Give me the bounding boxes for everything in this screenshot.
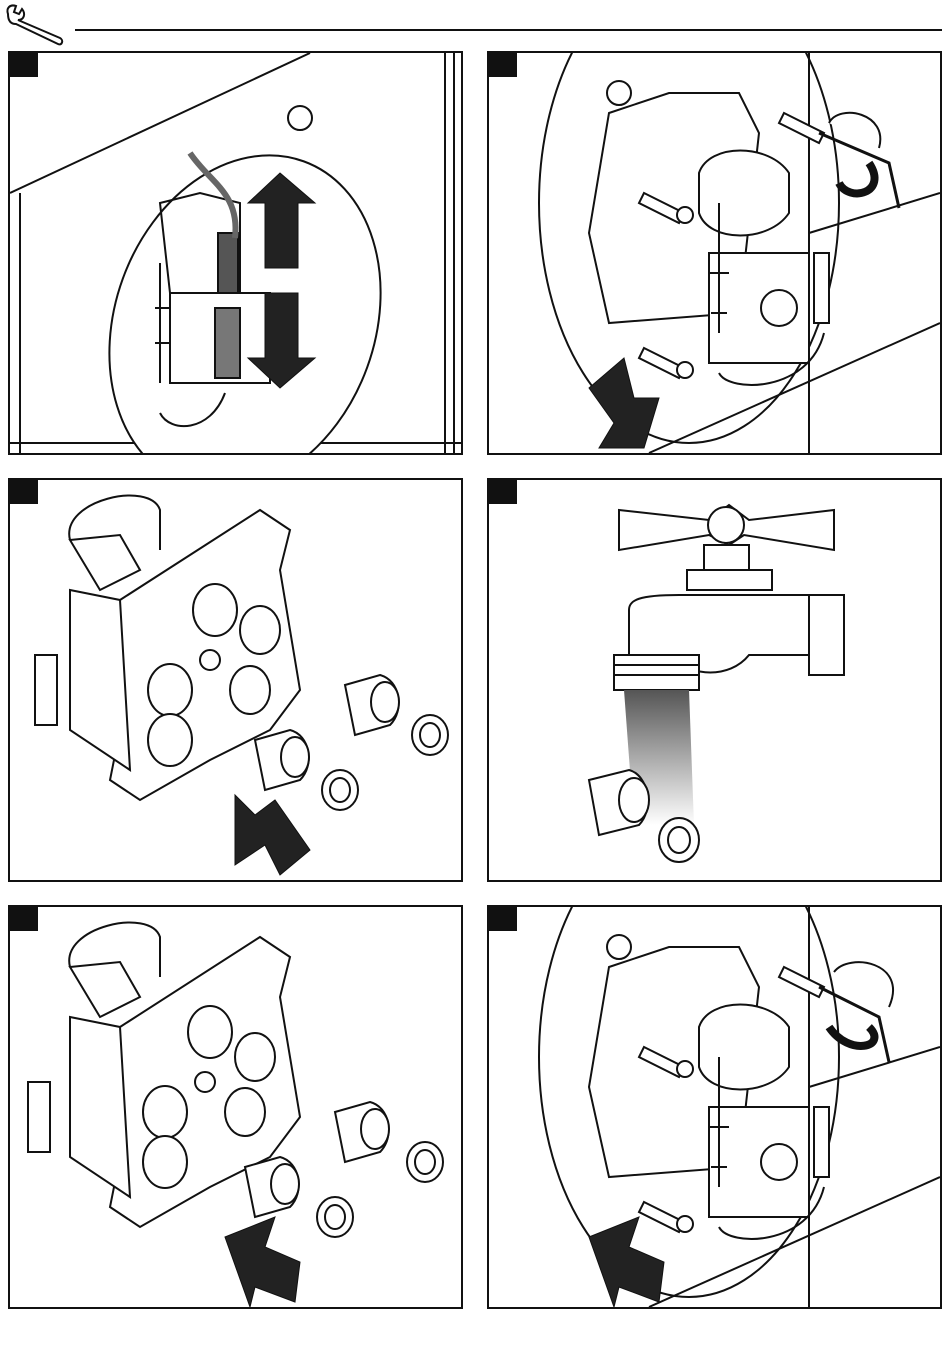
valve-block [709,253,809,363]
step-badge [489,480,517,504]
check-valve-seal [317,1142,443,1237]
valve-block [709,1107,809,1217]
illustration-valve-in-wall [10,53,461,453]
check-valve-seal [659,818,699,862]
page-header [0,0,950,48]
wrench-icon [7,5,62,44]
faucet-icon [614,505,844,690]
step-panel-6 [487,905,942,1309]
illustration-rinse-faucet [489,480,940,880]
illustration-screw-tighten [489,907,940,1307]
step-badge [10,480,38,504]
up-left-arrow [225,1217,300,1307]
step-panel-4 [487,478,942,882]
step-badge [10,907,38,931]
check-valve-cartridge [589,770,649,835]
illustration-check-valves-reinsert [10,907,461,1307]
down-right-arrow [235,795,310,875]
step-panel-1 [8,51,463,455]
step-badge [489,907,517,931]
wall-opening [64,117,426,453]
step-panel-3 [8,478,463,882]
step-badge [489,53,517,77]
step-panel-2 [487,51,942,455]
step-badge [10,53,38,77]
check-valve-seal [322,715,448,810]
illustration-check-valves-removed [10,480,461,880]
illustration-screw-removal [489,53,940,453]
step-panel-5 [8,905,463,1309]
header-graphics [0,0,950,48]
